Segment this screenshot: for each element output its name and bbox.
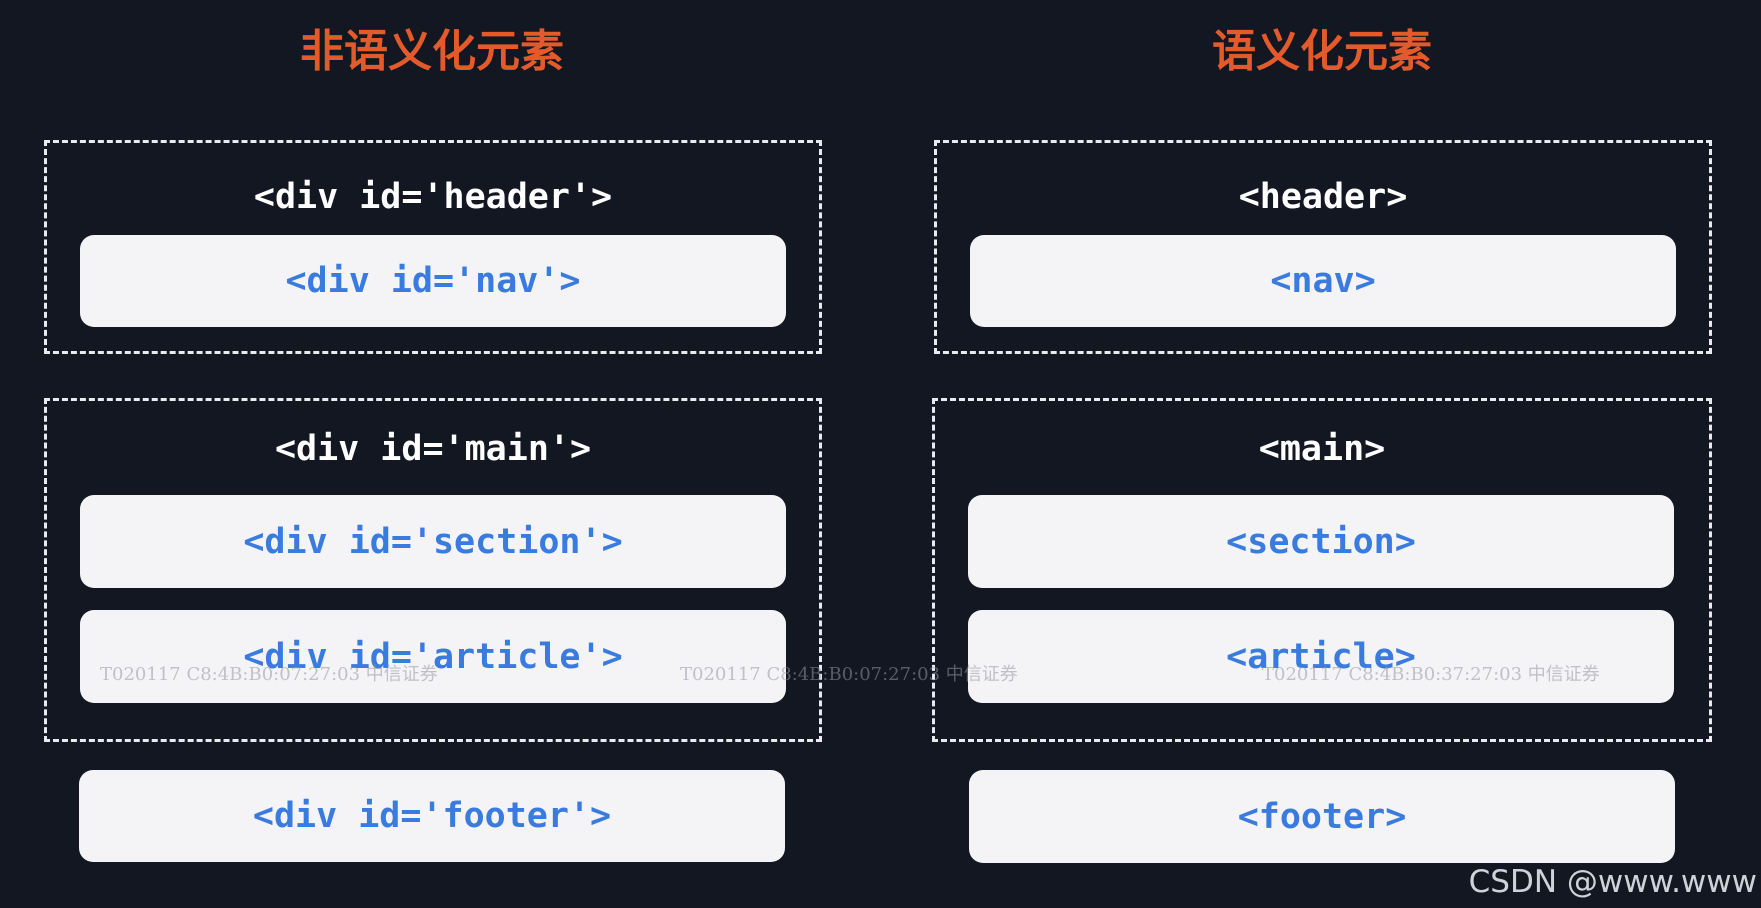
csdn-credit: CSDN @www.www xyxy=(1468,864,1757,900)
left-header-label: <div id='header'> xyxy=(253,177,613,217)
left-main-container: <div id='main'> <div id='section'> <div … xyxy=(44,398,822,742)
left-header-container: <div id='header'> <div id='nav'> xyxy=(44,140,822,354)
right-section-box: <section> xyxy=(968,495,1674,588)
left-footer-box: <div id='footer'> xyxy=(79,770,785,862)
watermark-text: T020117 C8:4B:B0:37:27:03 中信证券 xyxy=(1262,664,1600,685)
left-article-box: <div id='article'> xyxy=(80,610,786,703)
watermark-text: T020117 C8:4B:B0:07:27:03 中信证券 xyxy=(100,664,438,685)
right-footer-box: <footer> xyxy=(969,770,1675,863)
right-article-box: <article> xyxy=(968,610,1674,703)
left-main-label: <div id='main'> xyxy=(274,429,592,469)
non-semantic-title: 非语义化元素 xyxy=(300,26,564,77)
semantic-title: 语义化元素 xyxy=(1212,26,1432,77)
right-nav-box: <nav> xyxy=(970,235,1676,327)
right-main-container: <main> <section> <article> xyxy=(932,398,1712,742)
right-header-label: <header> xyxy=(1238,177,1408,217)
right-header-container: <header> <nav> xyxy=(934,140,1712,354)
right-main-label: <main> xyxy=(1258,429,1386,469)
left-nav-box: <div id='nav'> xyxy=(80,235,786,327)
watermark-text: T020117 C8:4B:B0:07:27:03 中信证券 xyxy=(680,664,1018,685)
left-section-box: <div id='section'> xyxy=(80,495,786,588)
